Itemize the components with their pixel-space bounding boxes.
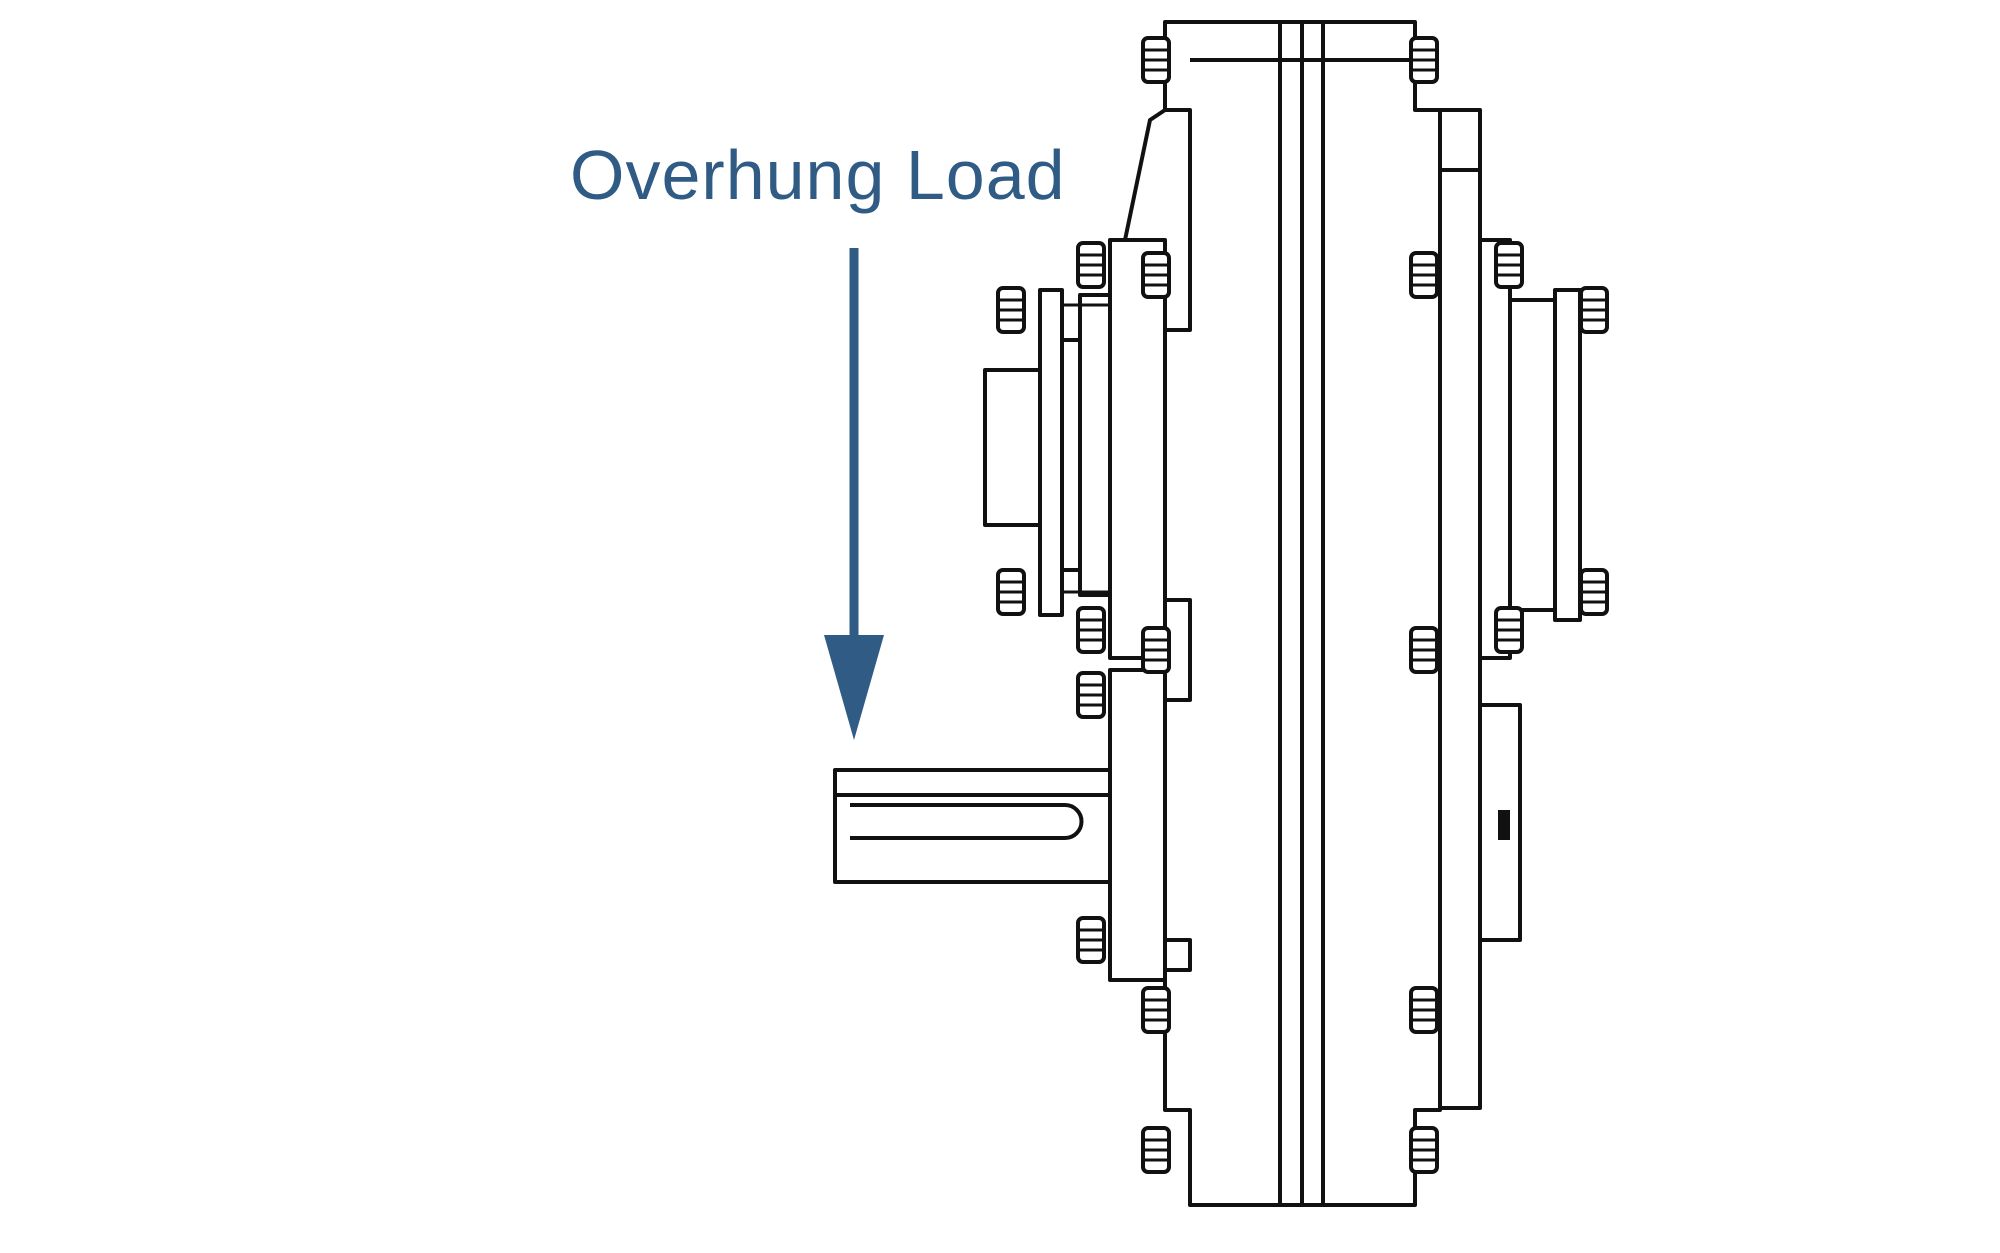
- output-shaft: [833, 668, 1167, 982]
- bolt-head: [1494, 606, 1524, 654]
- bolt-head: [1409, 626, 1439, 674]
- bolt-head: [1409, 251, 1439, 299]
- left-flange: [983, 108, 1167, 660]
- bolt-head: [1141, 36, 1171, 84]
- bolt-head: [1141, 251, 1171, 299]
- bolt-head: [1076, 671, 1106, 719]
- bolt-head: [1141, 626, 1171, 674]
- bolt-head: [1409, 1126, 1439, 1174]
- bolt-head: [1076, 241, 1106, 289]
- load-arrow: [824, 248, 884, 740]
- bolts: [996, 36, 1609, 1174]
- bolt-head: [1141, 1126, 1171, 1174]
- bolt-head: [1141, 986, 1171, 1034]
- bolt-head: [1409, 36, 1439, 84]
- overhung-load-label: Overhung Load: [570, 136, 1066, 214]
- bolt-head: [1494, 241, 1524, 289]
- bolt-head: [1579, 568, 1609, 616]
- bolt-head: [996, 568, 1026, 616]
- bolt-head: [1409, 986, 1439, 1034]
- right-end-plate: [1438, 108, 1582, 1110]
- bolt-head: [1076, 916, 1106, 964]
- bolt-head: [1076, 606, 1106, 654]
- housing: [1163, 20, 1442, 1207]
- bolt-head: [1579, 286, 1609, 334]
- bolt-head: [996, 286, 1026, 334]
